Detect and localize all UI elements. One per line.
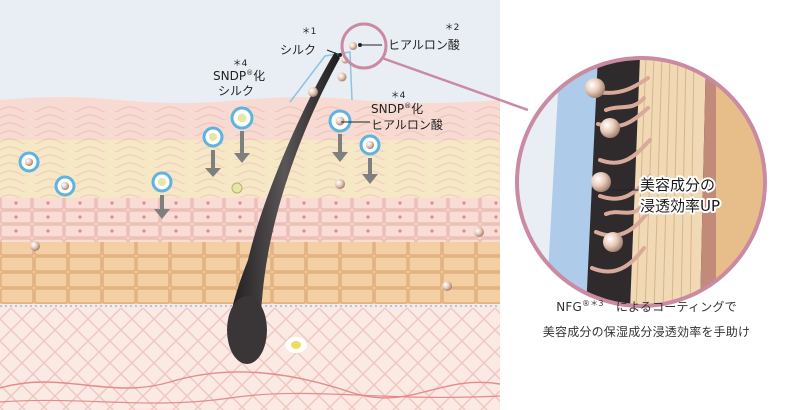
sndp-silk-note: ＊4	[233, 59, 248, 69]
zoom-circle-border	[515, 56, 767, 308]
silk-note: ＊1	[302, 27, 317, 37]
particle	[474, 227, 484, 237]
spinous-layer	[0, 198, 500, 242]
hair-cortex	[630, 58, 706, 306]
particle	[231, 182, 243, 194]
zoom-view: 美容成分の 美容成分の 浸透効率UP 浸透効率UP	[517, 58, 765, 306]
caption-brand: NFG	[556, 300, 582, 314]
hyaluronic-note: ＊2	[445, 23, 460, 33]
sndp-core	[237, 113, 247, 123]
sndp-core	[158, 178, 166, 186]
zoom-particle	[600, 118, 620, 138]
zoom-label: 美容成分の 美容成分の 浸透効率UP 浸透効率UP	[638, 174, 722, 217]
cortex-fibers	[635, 58, 695, 306]
particle	[308, 87, 318, 97]
hyaluronic-label: ヒアルロン酸	[388, 37, 460, 52]
sndp-core	[366, 141, 374, 149]
silk-label: シルク	[280, 43, 316, 57]
blood-vessel	[0, 371, 501, 399]
arrow-down-icon	[205, 150, 221, 177]
particle	[442, 281, 452, 291]
arrow-down-icon	[332, 134, 348, 162]
particle	[335, 179, 345, 189]
silk-leader-dot	[338, 53, 342, 57]
zoom-label-line2: 浸透効率UP	[640, 197, 720, 215]
sndp-silk-line2: シルク	[218, 84, 254, 98]
sndp-silk-line1: SNDP®化	[213, 69, 265, 83]
zoom-label-line1: 美容成分の	[640, 176, 715, 194]
zoom-particle	[603, 232, 623, 252]
zoom-particle	[585, 78, 605, 98]
sndp-core	[25, 158, 33, 166]
granular-texture	[0, 140, 500, 198]
arrow-down-icon	[154, 195, 170, 219]
sndp-hyaluronic-line1: SNDP®化	[371, 102, 423, 116]
caption-line-2: 美容成分の保湿成分浸透効率を手助け	[542, 325, 751, 339]
hair-shaft	[228, 52, 340, 355]
sndp-hyaluronic-note: ＊4	[391, 91, 406, 101]
blood-vessel-2	[0, 392, 501, 404]
silk-leader-line	[326, 49, 341, 56]
penetration-arrows	[154, 131, 378, 219]
magnify-connector-line	[381, 56, 529, 112]
sebaceous-core	[291, 341, 301, 349]
caption-line-1: NFG®＊3 によるコーティングで	[500, 298, 793, 315]
hyaluronic-particle	[349, 42, 357, 50]
magnify-source-circle	[340, 22, 388, 70]
caption-brand-sup: ®＊3	[581, 299, 604, 308]
coating-layer	[546, 58, 600, 306]
zoom-label-line2-halo: 浸透効率UP	[640, 197, 720, 215]
particle	[30, 241, 40, 251]
sndp-core	[335, 116, 345, 126]
sndp-hyaluronic-line2: ヒアルロン酸	[371, 117, 443, 132]
arrow-down-icon	[234, 131, 250, 163]
sndp-particle-group	[18, 106, 381, 197]
zoom-label-line1-halo: 美容成分の	[640, 176, 715, 194]
hyaluronic-leader-dot	[358, 43, 362, 47]
zoom-particle	[591, 172, 611, 192]
sndp-core	[209, 133, 217, 141]
particle	[337, 72, 347, 82]
caption-line1-rest: によるコーティングで	[603, 300, 737, 314]
sndp-core	[61, 182, 69, 190]
arrow-down-icon	[362, 158, 378, 184]
hair-bulb	[227, 296, 267, 364]
